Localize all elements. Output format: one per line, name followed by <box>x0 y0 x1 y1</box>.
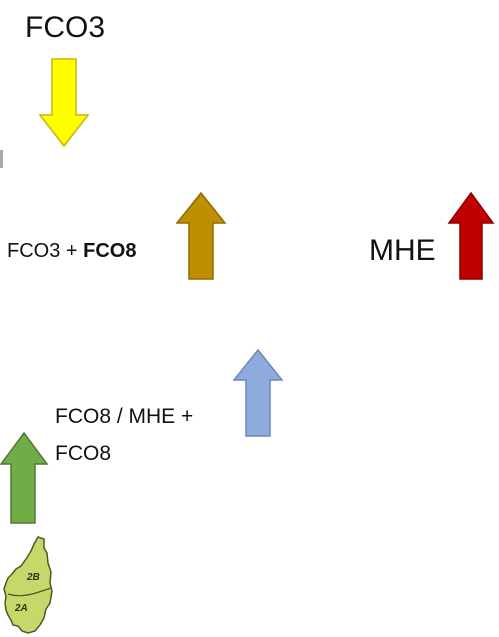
left-edge-mark <box>0 150 3 168</box>
fco8-line2-label: FCO8 <box>55 442 112 465</box>
up-arrow-gold <box>176 191 227 280</box>
up-arrow-red <box>447 191 495 280</box>
fco8-mhe-line1-label: FCO8 / MHE + <box>55 405 194 428</box>
down-arrow-yellow <box>38 58 90 148</box>
fco8-bold-text: FCO8 <box>83 240 137 262</box>
fco3-title-label: FCO3 <box>25 11 106 44</box>
up-arrow-blue <box>233 348 284 437</box>
department-2b-label: 2B <box>26 572 40 583</box>
fco3-plus-text: FCO3 + <box>7 240 84 262</box>
corsica-map-shape <box>3 536 53 634</box>
up-arrow-gold-shape <box>176 191 227 280</box>
corsica-map-icon: 2B 2A <box>3 536 53 634</box>
up-arrow-green-shape <box>0 431 49 524</box>
department-border-line <box>7 587 52 597</box>
up-arrow-red-shape <box>447 191 495 280</box>
department-2a-label: 2A <box>14 603 28 614</box>
down-arrow-yellow-shape <box>38 58 90 148</box>
up-arrow-blue-shape <box>233 348 284 437</box>
fco3-plus-fco8-label: FCO3 + FCO8 <box>7 241 136 261</box>
up-arrow-green <box>0 431 49 524</box>
mhe-label: MHE <box>369 234 436 267</box>
